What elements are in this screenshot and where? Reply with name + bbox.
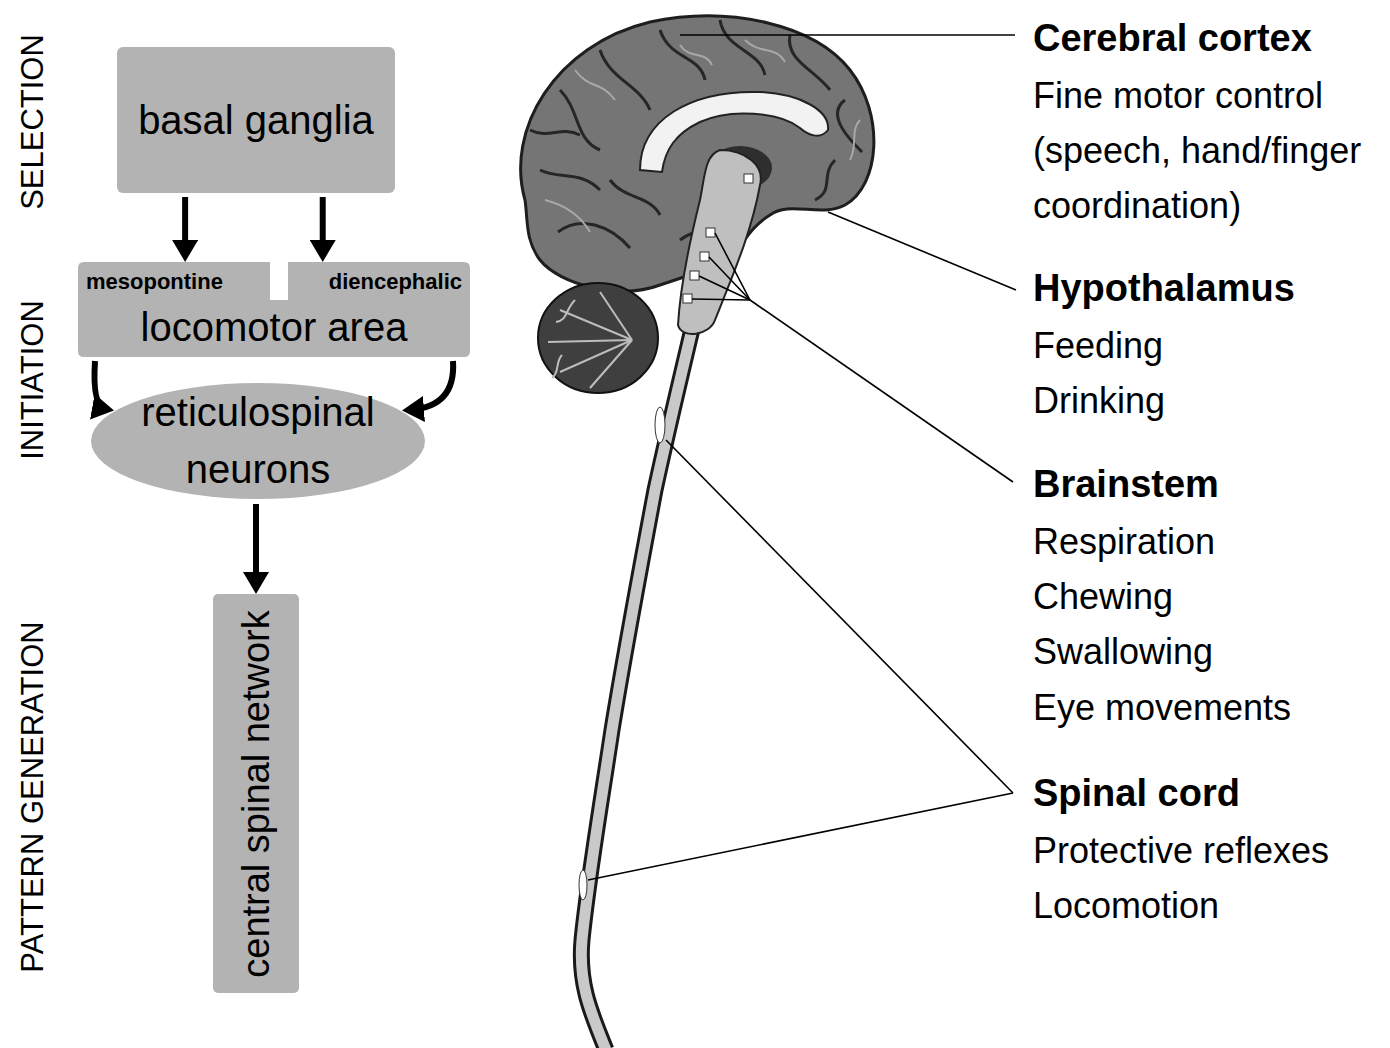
- region-heading: Hypothalamus: [1033, 261, 1295, 316]
- process-box: mesopontine diencephalic locomotor area: [78, 262, 470, 357]
- leader-lines: [588, 35, 1016, 880]
- cerebellum-part: [556, 300, 575, 322]
- leader-lines-part: [692, 299, 750, 300]
- cerebellum: [538, 283, 658, 393]
- process-ellipse: reticulospinal neurons: [90, 382, 426, 500]
- region-heading: Cerebral cortex: [1033, 11, 1312, 66]
- node-text: mesopontine: [86, 269, 223, 295]
- cerebellum-part: [548, 340, 632, 342]
- function-label: Drinking: [1033, 373, 1165, 428]
- cerebrum-part: [610, 180, 660, 215]
- notched-box-fill: [78, 262, 470, 357]
- function-label: Chewing: [1033, 569, 1173, 624]
- arrow-connector: [410, 361, 453, 410]
- cerebrum-part: [680, 45, 712, 65]
- function-label: Eye movements: [1033, 680, 1291, 735]
- process-box: basal ganglia: [117, 47, 395, 193]
- leader-lines-part: [750, 300, 1013, 482]
- leader-lines-part: [828, 212, 1016, 290]
- stage-label: INITIATION: [15, 300, 51, 460]
- region-heading: Spinal cord: [1033, 766, 1240, 821]
- function-label: Swallowing: [1033, 624, 1213, 679]
- function-label: Locomotion: [1033, 878, 1219, 933]
- leader-lines-part: [699, 276, 750, 300]
- brainstem-part: [744, 174, 753, 183]
- cerebrum-part: [837, 100, 862, 152]
- cerebellum-part: [560, 340, 632, 372]
- arrow-connector: [253, 504, 259, 586]
- cerebrum-part: [560, 90, 600, 150]
- cerebellum-part: [590, 340, 632, 388]
- node-text: central spinal network: [234, 610, 278, 978]
- cerebrum-part: [600, 50, 650, 110]
- cerebellum-part: [600, 292, 632, 340]
- node-text: locomotor area: [78, 304, 470, 350]
- node-text: basal ganglia: [138, 96, 374, 144]
- region-heading: Brainstem: [1033, 457, 1219, 512]
- spinal-cord-part: [581, 325, 693, 1048]
- function-label: Respiration: [1033, 514, 1215, 569]
- cerebellum-part: [538, 283, 658, 393]
- cerebellum-part: [552, 355, 562, 378]
- spinal-cord-part: [579, 870, 587, 900]
- function-label: Fine motor control (speech, hand/finger …: [1033, 68, 1383, 233]
- cerebrum-part: [815, 160, 835, 200]
- cerebrum-part: [540, 170, 600, 190]
- cerebrum-part: [575, 70, 615, 100]
- cerebrum-part: [789, 35, 830, 90]
- arrow-connector: [320, 197, 326, 254]
- arrow-connector: [182, 197, 188, 254]
- cerebellum-part: [548, 292, 632, 388]
- brainstem: [678, 150, 761, 334]
- node-text: diencephalic: [329, 269, 462, 295]
- function-label: Feeding: [1033, 318, 1163, 373]
- arrow-connector: [94, 361, 106, 409]
- spinal-cord-part: [655, 407, 665, 443]
- node-text: reticulospinal neurons: [123, 384, 393, 498]
- brainstem-part: [683, 294, 692, 303]
- cerebrum-part: [530, 130, 580, 135]
- stage-label: PATTERN GENERATION: [15, 621, 51, 972]
- process-box: central spinal network: [213, 594, 299, 993]
- spinal-cord: [579, 325, 693, 1048]
- ellipse-fill: [91, 383, 425, 499]
- brainstem-part: [706, 228, 715, 237]
- leader-lines-part: [709, 257, 750, 300]
- leader-lines-part: [666, 440, 1013, 793]
- brainstem-part: [678, 150, 761, 334]
- spinal-cord-part: [581, 325, 693, 1048]
- brainstem-part: [690, 271, 699, 280]
- stage-label: SELECTION: [15, 34, 51, 210]
- function-label: Protective reflexes: [1033, 823, 1329, 878]
- cerebrum-part: [545, 200, 590, 232]
- cerebrum-part: [558, 223, 630, 248]
- leader-lines-part: [588, 793, 1013, 880]
- leader-lines-part: [715, 233, 750, 300]
- leader-lines-part: [680, 34, 1015, 36]
- brainstem-part: [700, 252, 709, 261]
- cerebrum-part: [745, 40, 785, 62]
- cerebrum-part: [850, 120, 860, 160]
